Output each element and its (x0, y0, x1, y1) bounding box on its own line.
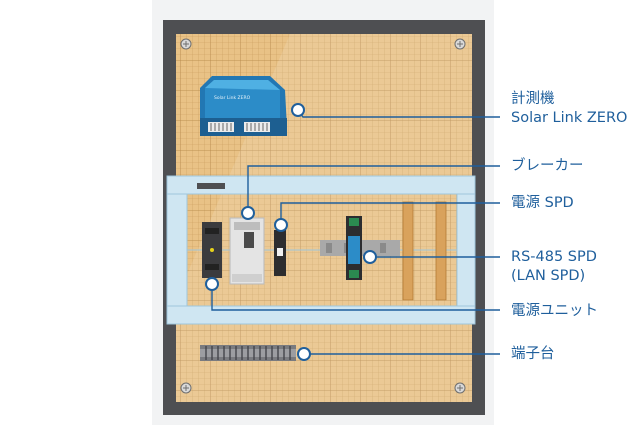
solar-link-zero-device: Solar Link ZERO (200, 76, 287, 136)
wood-spacer (435, 201, 447, 301)
label-rs485-line1: RS-485 SPD (511, 249, 597, 265)
screw-icon (180, 382, 192, 394)
label-rs485-line2: (LAN SPD) (511, 268, 586, 284)
callout-markers (205, 103, 377, 361)
screw-icon (454, 38, 466, 50)
screw-icon (454, 382, 466, 394)
label-terminal-block: 端子台 (511, 346, 555, 362)
breaker (229, 217, 265, 285)
wood-spacer (402, 201, 414, 301)
rs485-spd (346, 216, 362, 280)
power-unit (202, 222, 222, 278)
label-power-spd: 電源 SPD (511, 195, 574, 211)
terminal-block (200, 345, 296, 361)
label-meter: 計測機 Solar Link ZERO (511, 90, 627, 128)
label-power-unit: 電源ユニット (511, 303, 598, 319)
power-spd (274, 230, 286, 276)
device-brand-text: Solar Link ZERO (214, 95, 251, 101)
screw-icon (180, 38, 192, 50)
label-rs485-spd: RS-485 SPD (LAN SPD) (511, 248, 597, 286)
label-meter-line2: Solar Link ZERO (511, 110, 628, 126)
label-breaker: ブレーカー (511, 158, 584, 174)
label-meter-line1: 計測機 (511, 91, 555, 107)
